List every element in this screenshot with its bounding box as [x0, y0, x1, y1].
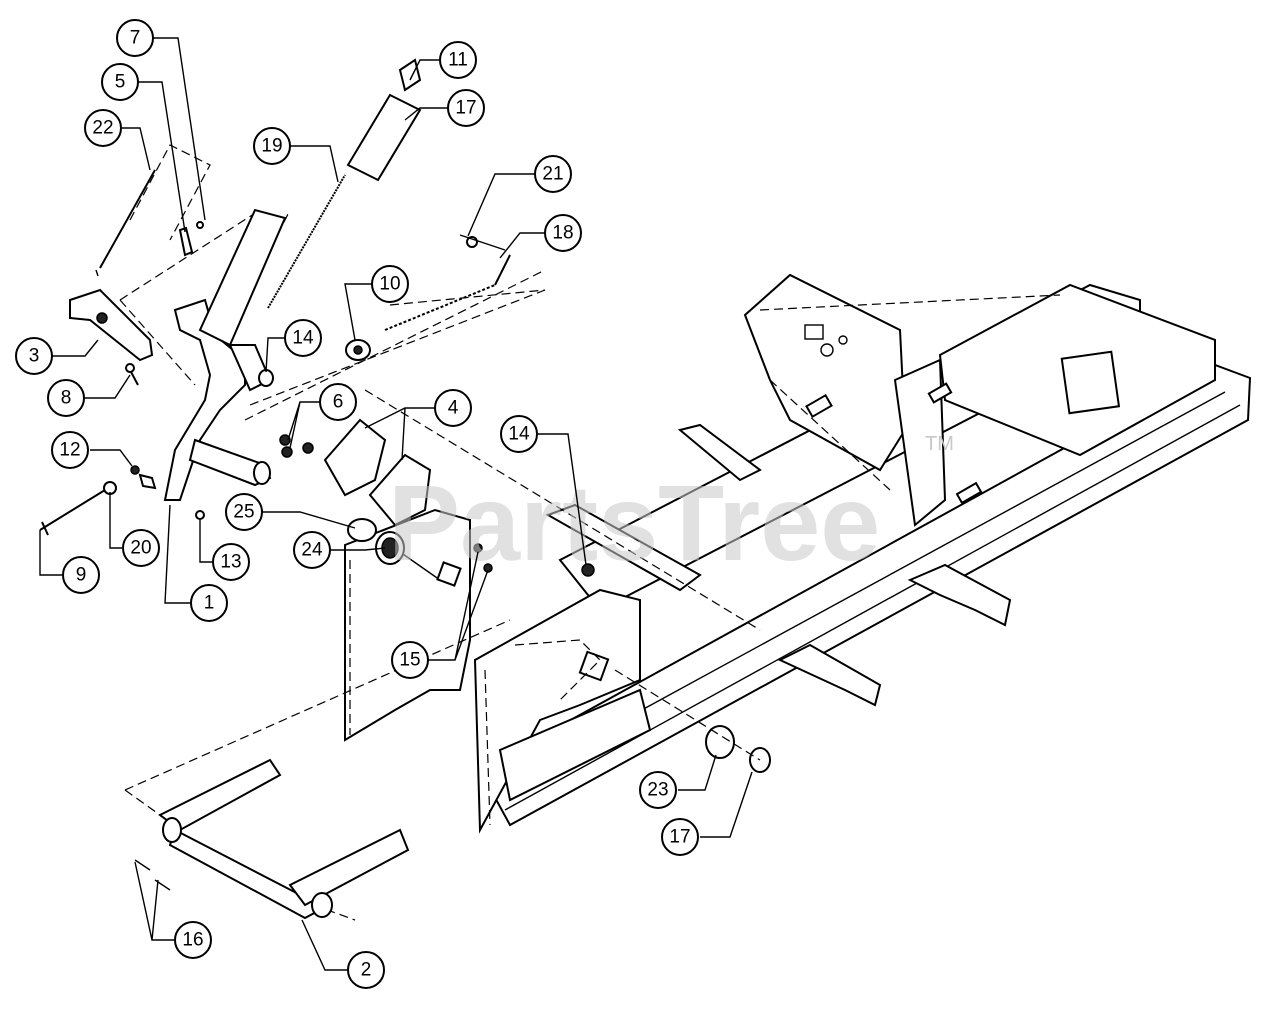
- svg-text:22: 22: [92, 118, 113, 139]
- svg-text:12: 12: [59, 440, 80, 461]
- svg-text:15: 15: [399, 650, 420, 671]
- callout-8: 8: [47, 379, 85, 417]
- spring-assembly: [249, 234, 546, 406]
- main-frame: [244, 269, 1252, 827]
- callout-21: 20: [122, 529, 160, 567]
- svg-text:8: 8: [61, 388, 72, 409]
- callout-3: 3: [15, 337, 53, 375]
- callout-14-lower: 14: [500, 415, 538, 453]
- callout-15: 15: [391, 641, 429, 679]
- svg-text:23: 23: [647, 780, 668, 801]
- callout-14-upper: 14: [284, 319, 322, 357]
- svg-text:20: 20: [130, 538, 151, 559]
- lift-lever-assembly: [39, 58, 422, 536]
- callout-24-lower: 23: [639, 771, 677, 809]
- callout-13: 13: [212, 543, 250, 581]
- svg-text:16: 16: [182, 930, 203, 951]
- svg-text:6: 6: [333, 392, 344, 413]
- svg-text:9: 9: [76, 565, 87, 586]
- callout-25: 25: [225, 493, 263, 531]
- svg-text:19: 19: [261, 136, 282, 157]
- callout-1: 1: [190, 584, 228, 622]
- svg-text:2: 2: [361, 960, 372, 981]
- callout-24-upper: 24: [293, 531, 331, 569]
- callout-17: 17: [661, 818, 699, 856]
- leader-lines: [39, 37, 753, 971]
- svg-text:24: 24: [301, 540, 323, 561]
- callout-12: 12: [51, 431, 89, 469]
- callout-10: 10: [371, 265, 409, 303]
- svg-text:5: 5: [115, 72, 126, 93]
- svg-text:21: 21: [542, 164, 563, 185]
- callout-18: 17: [447, 89, 485, 127]
- callout-4: 4: [434, 389, 472, 427]
- svg-text:4: 4: [448, 398, 459, 419]
- watermark-text: PartsTree: [388, 462, 880, 583]
- svg-text:25: 25: [233, 502, 254, 523]
- svg-text:18: 18: [552, 223, 573, 244]
- callout-23: 22: [84, 109, 122, 147]
- hanger-brackets: [279, 418, 595, 577]
- callout-5: 5: [101, 63, 139, 101]
- callout-2: 2: [347, 951, 385, 989]
- callout-20: 19: [253, 127, 291, 165]
- callout-16: 16: [174, 921, 212, 959]
- callout-11: 11: [439, 41, 477, 79]
- svg-text:14: 14: [508, 424, 530, 445]
- rear-bushing: [614, 669, 771, 773]
- callout-22: 21: [534, 155, 572, 193]
- callout-7: 7: [116, 19, 154, 57]
- svg-text:1: 1: [204, 593, 215, 614]
- svg-text:3: 3: [29, 346, 40, 367]
- svg-text:11: 11: [448, 50, 468, 71]
- watermark: PartsTree TM: [388, 433, 954, 583]
- svg-text:10: 10: [379, 274, 400, 295]
- front-axle: [124, 619, 511, 921]
- side-plates: [344, 508, 652, 834]
- watermark-trademark: TM: [925, 433, 954, 455]
- svg-text:13: 13: [220, 552, 241, 573]
- callout-9: 9: [62, 556, 100, 594]
- svg-text:17: 17: [669, 827, 690, 848]
- svg-text:7: 7: [130, 28, 141, 49]
- callout-6: 6: [319, 383, 357, 421]
- callout-19: 18: [544, 214, 582, 252]
- svg-text:17: 17: [455, 98, 476, 119]
- svg-text:14: 14: [292, 328, 314, 349]
